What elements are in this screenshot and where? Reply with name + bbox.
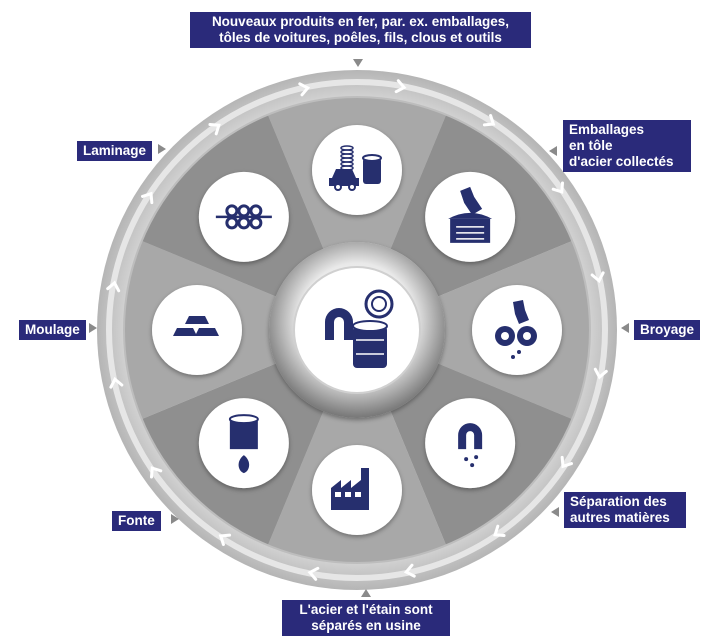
step-label-steel-tin-separation: L'acier et l'étain sont séparés en usine bbox=[282, 600, 450, 636]
chevron-right-icon bbox=[109, 376, 124, 389]
arrow-right-icon bbox=[171, 514, 179, 524]
shredder-gears-icon bbox=[472, 285, 562, 375]
chevron-right-icon bbox=[394, 79, 407, 94]
magnet-separation-icon bbox=[425, 398, 516, 489]
furnace-flame-icon bbox=[198, 398, 289, 489]
chevron-right-icon bbox=[149, 466, 163, 479]
step-label-separation: Séparation des autres matières bbox=[564, 492, 686, 528]
chevron-right-icon bbox=[307, 566, 320, 581]
car-spring-can-icon bbox=[312, 125, 402, 215]
chevron-right-icon bbox=[106, 280, 121, 293]
factory-icon bbox=[312, 445, 402, 535]
chevron-right-icon bbox=[551, 181, 565, 194]
collection-bin-icon bbox=[425, 171, 516, 262]
chevron-right-icon bbox=[590, 271, 605, 284]
chevron-right-icon bbox=[482, 113, 496, 127]
chevron-right-icon bbox=[218, 533, 232, 547]
step-label-new-products: Nouveaux produits en fer, par. ex. embal… bbox=[190, 12, 531, 48]
step-label-casting: Moulage bbox=[19, 320, 86, 340]
step-label-collected-packaging: Emballages en tôle d'acier collectés bbox=[563, 120, 691, 172]
chevron-right-icon bbox=[298, 82, 311, 97]
step-label-rolling: Laminage bbox=[77, 141, 153, 161]
chevron-right-icon bbox=[493, 524, 506, 538]
arrow-down-icon bbox=[353, 59, 363, 67]
arrow-left-icon bbox=[549, 146, 557, 156]
chevron-right-icon bbox=[560, 455, 574, 469]
chevron-right-icon bbox=[140, 191, 154, 205]
arrow-right-icon bbox=[158, 144, 166, 154]
rolling-mill-icon bbox=[198, 171, 289, 262]
arrow-left-icon bbox=[621, 323, 629, 333]
arrow-left-icon bbox=[551, 507, 559, 517]
magnet-can-icon bbox=[325, 289, 394, 368]
step-label-melting: Fonte bbox=[112, 511, 161, 531]
step-label-shredding: Broyage bbox=[634, 320, 701, 340]
arrow-right-icon bbox=[89, 323, 97, 333]
chevron-right-icon bbox=[593, 367, 608, 380]
chevron-right-icon bbox=[208, 122, 221, 136]
ingots-icon bbox=[152, 285, 242, 375]
arrow-up-icon bbox=[361, 589, 371, 597]
chevron-right-icon bbox=[403, 563, 416, 578]
